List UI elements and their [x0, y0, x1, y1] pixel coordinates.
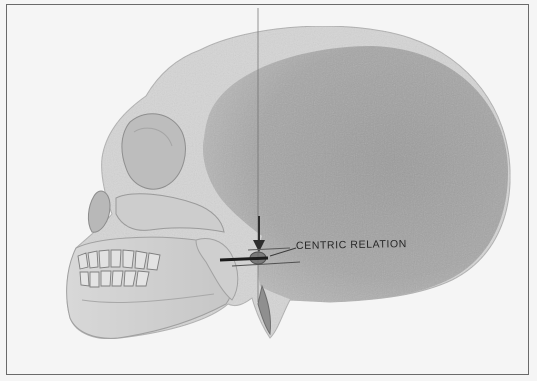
- centric-relation-label: CENTRIC RELATION: [296, 238, 407, 252]
- lower-teeth: [80, 271, 149, 287]
- eye-orbit: [122, 114, 186, 189]
